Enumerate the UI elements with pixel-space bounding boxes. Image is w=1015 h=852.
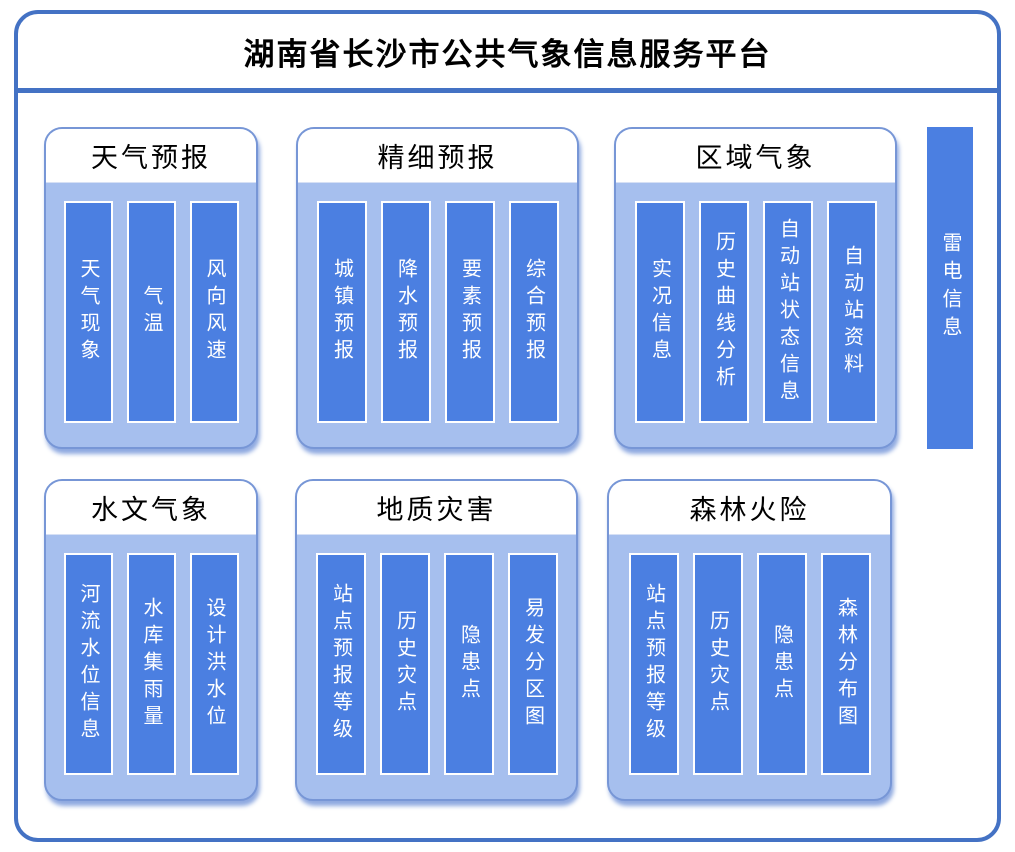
panel-hydrology-meteorology: 水文气象 河流水位信息 水库集雨量 设计洪水位 xyxy=(44,479,258,801)
category-bar-label: 要素预报 xyxy=(458,258,481,366)
category-bar-label: 实况信息 xyxy=(648,258,671,366)
category-bar: 隐患点 xyxy=(443,553,494,775)
category-bar: 水库集雨量 xyxy=(126,553,176,775)
category-bar: 降水预报 xyxy=(380,201,431,423)
diagram-frame: 湖南省长沙市公共气象信息服务平台 天气预报 天气现象 气温 风向风速 精细预报 … xyxy=(14,10,1001,842)
category-bar: 河流水位信息 xyxy=(63,553,113,775)
panel-forest-fire-risk-title: 森林火险 xyxy=(609,481,890,535)
category-bar-label: 站点预报等级 xyxy=(329,583,352,745)
category-bar-label: 历史曲线分析 xyxy=(712,231,735,393)
category-bar: 天气现象 xyxy=(63,201,113,423)
category-bar-label: 站点预报等级 xyxy=(642,583,665,745)
category-bar: 隐患点 xyxy=(756,553,807,775)
diagram-row-top: 天气预报 天气现象 气温 风向风速 精细预报 城镇预报 降水预报 要素预报 综合… xyxy=(44,127,973,449)
category-bar: 易发分区图 xyxy=(507,553,558,775)
panel-forest-fire-risk-body: 站点预报等级 历史灾点 隐患点 森林分布图 xyxy=(609,535,890,799)
category-bar: 设计洪水位 xyxy=(189,553,239,775)
category-bar-label: 森林分布图 xyxy=(834,596,857,732)
panel-weather-forecast-title: 天气预报 xyxy=(46,129,256,183)
panel-fine-forecast-title: 精细预报 xyxy=(298,129,577,183)
category-bar: 自动站资料 xyxy=(826,201,877,423)
category-bar-label: 隐患点 xyxy=(770,623,793,705)
category-bar-label: 易发分区图 xyxy=(521,596,544,732)
category-bar-label: 综合预报 xyxy=(522,258,545,366)
title-row: 湖南省长沙市公共气象信息服务平台 xyxy=(18,14,997,88)
category-bar: 要素预报 xyxy=(444,201,495,423)
diagram-row-bottom: 水文气象 河流水位信息 水库集雨量 设计洪水位 地质灾害 站点预报等级 历史灾点… xyxy=(44,479,973,801)
category-bar: 历史灾点 xyxy=(692,553,743,775)
category-bar-label: 降水预报 xyxy=(394,258,417,366)
panel-weather-forecast: 天气预报 天气现象 气温 风向风速 xyxy=(44,127,258,449)
panel-weather-forecast-body: 天气现象 气温 风向风速 xyxy=(46,183,256,447)
category-bar-label: 水库集雨量 xyxy=(140,596,162,732)
category-bar: 综合预报 xyxy=(508,201,559,423)
category-bar: 实况信息 xyxy=(634,201,685,423)
lightning-info-label: 雷电信息 xyxy=(939,232,961,344)
category-bar: 风向风速 xyxy=(189,201,239,423)
panel-hydrology-meteorology-body: 河流水位信息 水库集雨量 设计洪水位 xyxy=(46,535,256,799)
category-bar: 历史灾点 xyxy=(379,553,430,775)
category-bar-label: 隐患点 xyxy=(457,623,480,705)
panel-geological-disaster: 地质灾害 站点预报等级 历史灾点 隐患点 易发分区图 xyxy=(295,479,578,801)
panel-fine-forecast: 精细预报 城镇预报 降水预报 要素预报 综合预报 xyxy=(296,127,579,449)
category-bar: 站点预报等级 xyxy=(628,553,679,775)
diagram-content: 天气预报 天气现象 气温 风向风速 精细预报 城镇预报 降水预报 要素预报 综合… xyxy=(18,93,997,801)
panel-forest-fire-risk: 森林火险 站点预报等级 历史灾点 隐患点 森林分布图 xyxy=(607,479,892,801)
category-bar-label: 历史灾点 xyxy=(706,610,729,718)
category-bar-label: 天气现象 xyxy=(77,258,99,366)
category-bar: 自动站状态信息 xyxy=(762,201,813,423)
category-bar-label: 历史灾点 xyxy=(393,610,416,718)
panel-geological-disaster-body: 站点预报等级 历史灾点 隐患点 易发分区图 xyxy=(297,535,576,799)
category-bar-label: 自动站资料 xyxy=(840,244,863,380)
category-bar-label: 城镇预报 xyxy=(330,258,353,366)
category-bar: 城镇预报 xyxy=(316,201,367,423)
category-bar-label: 风向风速 xyxy=(203,258,225,366)
category-bar-label: 设计洪水位 xyxy=(203,596,225,732)
lightning-info-bar: 雷电信息 xyxy=(927,127,973,449)
panel-regional-meteorology-body: 实况信息 历史曲线分析 自动站状态信息 自动站资料 xyxy=(616,183,895,447)
title-divider xyxy=(18,88,997,93)
panel-regional-meteorology: 区域气象 实况信息 历史曲线分析 自动站状态信息 自动站资料 xyxy=(614,127,897,449)
category-bar: 森林分布图 xyxy=(820,553,871,775)
panel-hydrology-meteorology-title: 水文气象 xyxy=(46,481,256,535)
category-bar: 气温 xyxy=(126,201,176,423)
category-bar-label: 河流水位信息 xyxy=(77,583,99,745)
panel-fine-forecast-body: 城镇预报 降水预报 要素预报 综合预报 xyxy=(298,183,577,447)
category-bar: 站点预报等级 xyxy=(315,553,366,775)
category-bar-label: 气温 xyxy=(140,285,162,339)
page-title: 湖南省长沙市公共气象信息服务平台 xyxy=(243,36,772,72)
category-bar: 历史曲线分析 xyxy=(698,201,749,423)
category-bar-label: 自动站状态信息 xyxy=(776,217,799,407)
panel-regional-meteorology-title: 区域气象 xyxy=(616,129,895,183)
panel-geological-disaster-title: 地质灾害 xyxy=(297,481,576,535)
